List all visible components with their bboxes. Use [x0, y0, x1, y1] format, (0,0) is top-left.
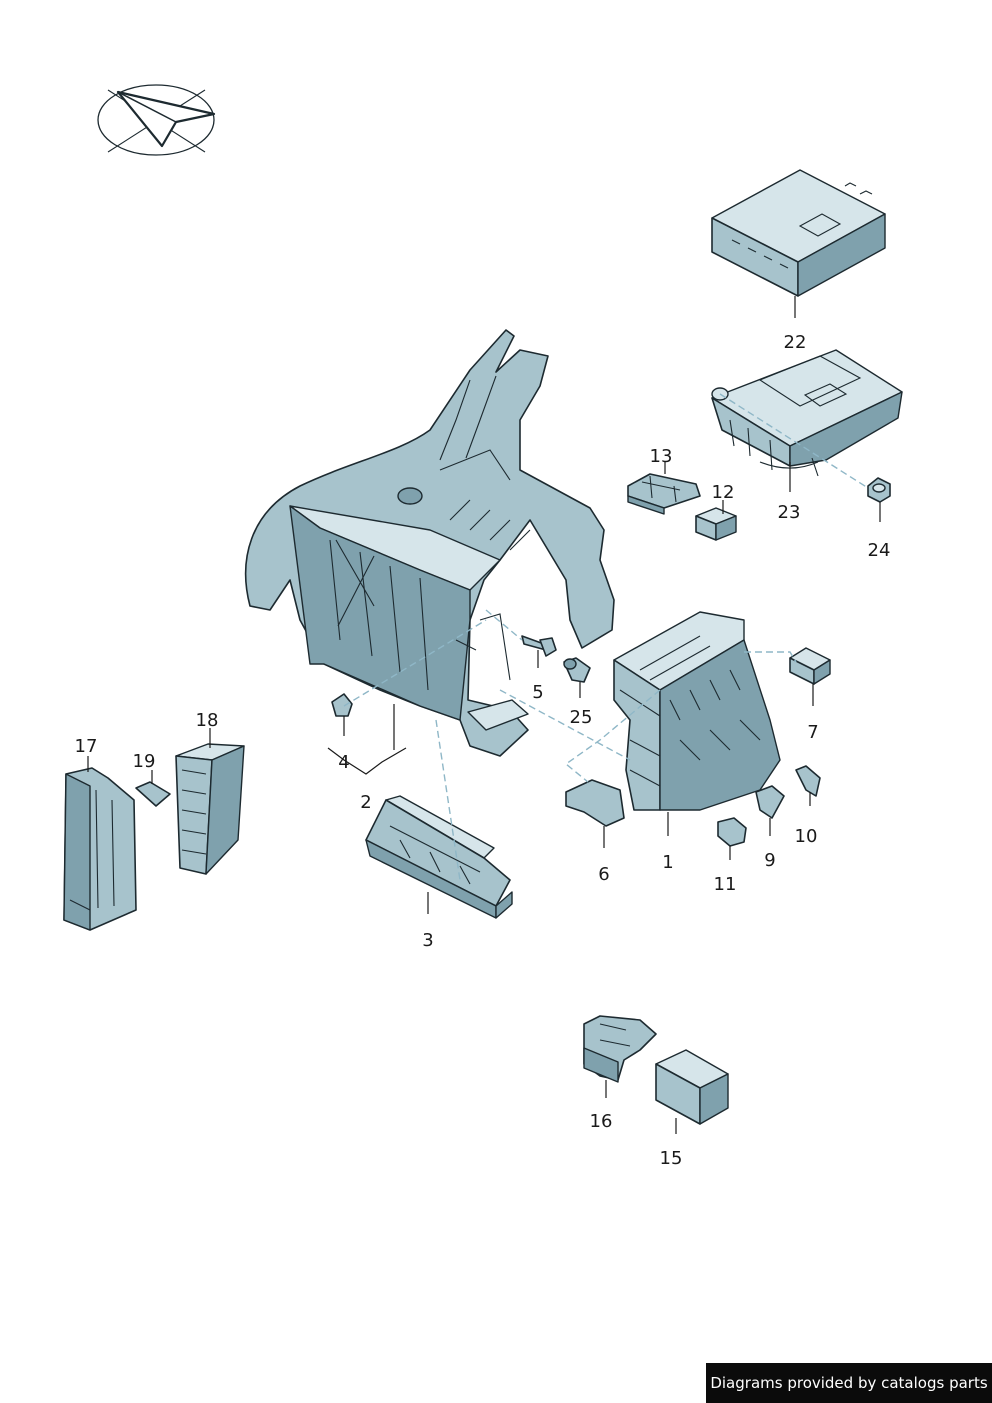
part-25-plug [563, 657, 591, 683]
label-part-11: 11 [714, 874, 737, 895]
label-part-19: 19 [133, 751, 156, 772]
assembly-line-2-5 [485, 609, 523, 641]
label-part-16: 16 [590, 1111, 613, 1132]
part-17-holder [63, 767, 137, 931]
part-7-relay [789, 647, 831, 685]
part-4-clip [331, 693, 353, 717]
label-part-1: 1 [662, 852, 673, 873]
part-2-carrier-bracket [244, 329, 615, 757]
assembly-line-2-3 [435, 719, 461, 881]
part-9-fuse [755, 785, 785, 819]
part-5-screw [521, 635, 557, 657]
part-13-clip [627, 473, 701, 515]
part-1-fuse-box [565, 611, 781, 827]
assembly-line-1-6 [564, 689, 661, 783]
label-part-24: 24 [868, 540, 891, 561]
label-part-3: 3 [422, 930, 433, 951]
label-part-13: 13 [650, 446, 673, 467]
credit-banner: Diagrams provided by catalogs parts [706, 1363, 992, 1403]
label-part-7: 7 [807, 722, 818, 743]
part-16-connector [583, 1015, 657, 1083]
part-3-lower-tray [365, 795, 513, 919]
part-23-bracket [711, 349, 903, 477]
label-part-25: 25 [570, 707, 593, 728]
part-11-fuse [717, 817, 747, 847]
label-part-18: 18 [196, 710, 219, 731]
part-22-control-unit [711, 169, 886, 297]
label-part-22: 22 [784, 332, 807, 353]
label-part-10: 10 [795, 826, 818, 847]
assembly-line-2-1 [499, 689, 631, 761]
label-part-9: 9 [764, 850, 775, 871]
label-part-23: 23 [778, 502, 801, 523]
assembly-line-4-2 [343, 619, 487, 707]
label-part-17: 17 [75, 736, 98, 757]
callout-leaders [87, 296, 881, 1134]
part-12-relay [695, 507, 737, 541]
part-10-fuse [795, 765, 821, 797]
label-part-12: 12 [712, 482, 735, 503]
label-part-15: 15 [660, 1148, 683, 1169]
part-18-fuse-holder [175, 743, 245, 875]
orientation-arrow-icon [97, 84, 216, 156]
label-part-6: 6 [598, 864, 609, 885]
part-19-fuse [135, 781, 171, 807]
label-part-4: 4 [338, 752, 349, 773]
assembly-line-1-7 [744, 651, 797, 663]
assembly-line-23-24 [719, 393, 869, 489]
part-15-relay [655, 1049, 729, 1125]
label-part-5: 5 [532, 682, 543, 703]
label-part-2: 2 [360, 792, 371, 813]
part-24-nut [867, 477, 891, 503]
